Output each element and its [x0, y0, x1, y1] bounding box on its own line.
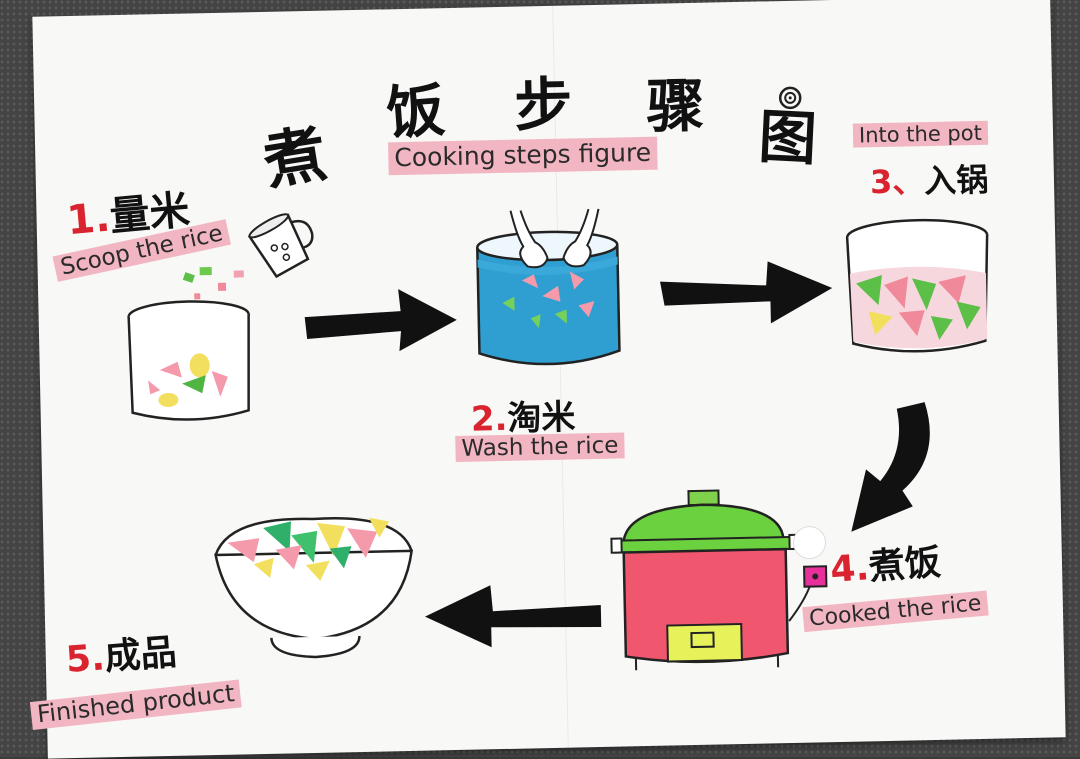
step-3-zh: 入锅 [924, 161, 989, 200]
rice-container-icon [118, 292, 271, 435]
step-3-en-pill: Into the pot [853, 121, 988, 148]
pot-icon [837, 211, 1000, 364]
step-4-zh: 煮饭 [868, 542, 943, 588]
step-3-number: 3、 [870, 162, 925, 201]
rice-bowl-icon [209, 503, 422, 667]
step-5-en-pill: Finished product [30, 679, 242, 729]
step-2-number: 2. [470, 399, 507, 440]
arrow-icon [845, 398, 958, 540]
title-char-1: 煮 [256, 103, 332, 202]
step-5-label: 5.成品 [64, 623, 178, 683]
step-2-en-pill: Wash the rice [455, 432, 624, 462]
step-5-zh: 成品 [103, 632, 178, 678]
snail-icon [776, 82, 817, 113]
step-3-label: 3、入锅 [869, 155, 988, 203]
arrow-icon [300, 280, 462, 363]
title-char-2: 饭 [383, 63, 447, 151]
arrow-icon [655, 252, 837, 336]
title-char-3: 步 [513, 57, 573, 142]
step-4-label: 4.煮饭 [828, 533, 942, 593]
hands-icon [486, 204, 627, 277]
title-en-pill: Cooking steps figure [388, 137, 657, 175]
poster-paper: 煮 饭 步 骤 图 Cooking steps figure 1.量米 Scoo… [32, 0, 1065, 759]
title-char-4: 骤 [645, 59, 705, 144]
step-1-number: 1. [65, 195, 112, 245]
arrow-icon [418, 565, 606, 659]
glare-circle [791, 524, 828, 561]
step-4-number: 4. [829, 547, 871, 591]
step-5-number: 5. [65, 637, 107, 681]
